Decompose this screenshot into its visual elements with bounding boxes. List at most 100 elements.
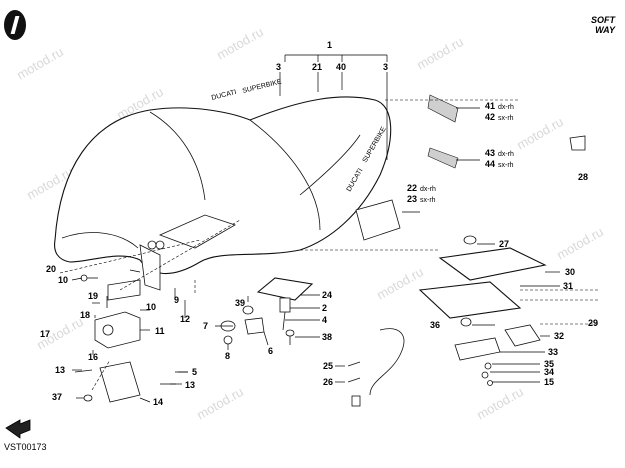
callout-18: 18	[80, 310, 90, 320]
clip-28	[569, 135, 586, 151]
plate-31	[418, 281, 522, 319]
bolt-38-head	[285, 329, 295, 337]
callout-19: 19	[88, 291, 98, 301]
callout-17: 17	[40, 329, 50, 339]
rubber-pad-6	[244, 317, 265, 335]
latch-screw	[282, 311, 286, 331]
cable-line	[369, 328, 405, 396]
callout-13: 13	[55, 365, 65, 375]
brand-line-2: WAY	[595, 25, 615, 35]
drawing-code: VST00173	[4, 442, 47, 452]
watermark-text: motod.ru	[554, 224, 606, 263]
callout-26: 26	[323, 377, 333, 387]
seat-bracket-hole	[147, 240, 157, 250]
seat-front-edge	[61, 232, 139, 249]
seat-ducati-logo-small: DUCATI	[211, 89, 238, 102]
grab-handle-41	[427, 94, 459, 123]
washer-37	[83, 394, 93, 402]
latch-bracket	[256, 277, 314, 331]
suffix-sx: sx-rh	[498, 115, 514, 122]
callout-10: 10	[146, 302, 156, 312]
brand-logo-icon	[4, 10, 26, 40]
seat-assembly: DUCATI SUPERBIKE DUCATI SUPERBIKE	[54, 78, 392, 291]
callout-20: 20	[46, 264, 56, 274]
callout-23: 23	[407, 194, 417, 204]
seat-rear-slot	[299, 134, 361, 196]
forward-arrow-icon	[5, 419, 31, 439]
nut-35	[484, 362, 492, 370]
seat-model-text-small: SUPERBIKE	[242, 78, 283, 95]
callout-36: 36	[430, 320, 440, 330]
watermark-text: motod.ru	[514, 114, 566, 153]
latch-plate	[256, 277, 314, 301]
watermark-text: motod.ru	[14, 44, 66, 83]
callout-42: 42	[485, 112, 495, 122]
callout-33: 33	[548, 347, 558, 357]
watermark-text: motod.ru	[374, 264, 426, 303]
latch-hook	[279, 297, 291, 313]
callout-37: 37	[52, 392, 62, 402]
bush-36	[460, 317, 472, 327]
tray-30	[438, 247, 547, 281]
callout-13: 13	[185, 380, 195, 390]
seat-front-bracket	[139, 244, 161, 291]
callout-12: 12	[180, 314, 190, 324]
callout-6: 6	[268, 346, 273, 356]
callout-10: 10	[58, 275, 68, 285]
cable-end	[351, 395, 361, 407]
seat-cover-outline	[54, 96, 392, 275]
hook-bracket-20	[107, 279, 141, 301]
callout-29: 29	[588, 318, 598, 328]
pad-22	[355, 199, 401, 241]
callout-21: 21	[312, 62, 322, 72]
watermark-text: motod.ru	[214, 24, 266, 63]
grab-handle-43	[427, 147, 459, 169]
screw-13	[74, 369, 93, 373]
clip-26	[347, 377, 361, 383]
callout-31: 31	[563, 281, 573, 291]
callout-16: 16	[88, 352, 98, 362]
callout-3: 3	[383, 62, 388, 72]
suffix-sx: sx-rh	[420, 197, 436, 204]
seat-side-crease	[149, 111, 206, 201]
callout-3: 3	[276, 62, 281, 72]
callout-15: 15	[544, 377, 554, 387]
nut-15	[487, 380, 493, 386]
washer-34	[481, 371, 489, 379]
callout-34: 34	[544, 367, 554, 377]
callout-41: 41	[485, 101, 495, 111]
suffix-dx: dx-rh	[420, 186, 436, 193]
rear-parts	[355, 94, 586, 386]
lock-barrel-17	[102, 324, 114, 336]
callout-40: 40	[336, 62, 346, 72]
suffix-dx: dx-rh	[498, 151, 514, 158]
callout-35: 35	[544, 359, 554, 369]
callout-5: 5	[192, 367, 197, 377]
callout-43: 43	[485, 148, 495, 158]
callout-32: 32	[554, 331, 564, 341]
left-lock-assembly	[74, 274, 188, 403]
watermark-text: motod.ru	[194, 384, 246, 423]
callout-28: 28	[578, 172, 588, 182]
seat-rear-crease	[249, 119, 321, 231]
clip-25	[347, 361, 361, 367]
leader-lines	[59, 54, 600, 403]
callout-24: 24	[322, 290, 332, 300]
release-cable	[347, 328, 405, 407]
callout-1: 1	[327, 40, 332, 50]
callout-38: 38	[322, 332, 332, 342]
bracket-33	[454, 337, 501, 361]
buffer-39	[242, 305, 254, 315]
brand-line-1: SOFT	[591, 15, 615, 25]
lock-body-11	[94, 311, 141, 349]
callout-7: 7	[203, 321, 208, 331]
pin-27	[463, 235, 477, 245]
callout-8: 8	[225, 351, 230, 361]
callout-22: 22	[407, 183, 417, 193]
washer-8	[223, 335, 233, 345]
watermark-text: motod.ru	[474, 384, 526, 423]
callout-4: 4	[322, 315, 327, 325]
seat-bracket-hole	[155, 240, 165, 250]
suffix-dx: dx-rh	[498, 104, 514, 111]
